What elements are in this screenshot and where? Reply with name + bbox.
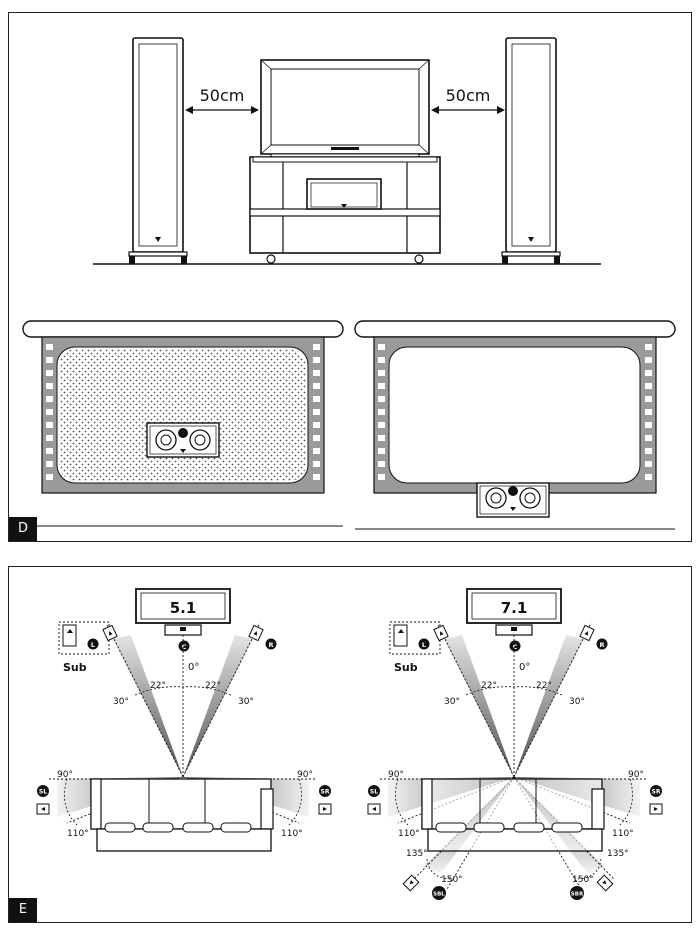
angle-30-right: 30° bbox=[238, 697, 254, 707]
center-angle-label: 0° bbox=[519, 662, 530, 673]
angle-110-left: 110° bbox=[398, 829, 420, 839]
television bbox=[260, 59, 430, 158]
badge-surround-left: SL bbox=[370, 789, 378, 796]
badge-center: C bbox=[513, 643, 518, 651]
angle-150-left: 150° bbox=[441, 875, 463, 885]
angle-30-left: 30° bbox=[113, 697, 129, 707]
badge-center bbox=[178, 640, 190, 652]
badge-right: R bbox=[268, 641, 273, 649]
diagram-7-1: 7.1 C 0° Sub L R 22° 30° 22° bbox=[367, 588, 663, 900]
panel-d-label: D bbox=[9, 517, 37, 541]
diagram-title: 7.1 bbox=[501, 599, 528, 617]
diagram-5-1: 5.1 C 0° Sub L bbox=[36, 588, 332, 852]
angle-30-right: 30° bbox=[569, 697, 585, 707]
badge-left: L bbox=[422, 641, 426, 649]
sub-label: Sub bbox=[394, 661, 418, 674]
sofa bbox=[421, 778, 605, 852]
center-angle-label: 0° bbox=[188, 662, 199, 673]
angle-90-right: 90° bbox=[628, 770, 644, 780]
badge-surround-back-right: SBR bbox=[571, 892, 584, 898]
svg-text:C: C bbox=[182, 643, 187, 651]
sub-label: Sub bbox=[63, 661, 87, 674]
left-tower-speaker bbox=[128, 37, 188, 264]
angle-90-right: 90° bbox=[297, 770, 313, 780]
badge-surround-back-left: SBL bbox=[433, 892, 445, 898]
center-speaker-below-screen bbox=[476, 482, 550, 518]
badge-left: L bbox=[91, 641, 95, 649]
badge-right: R bbox=[599, 641, 604, 649]
badge-surround-left: SL bbox=[39, 789, 47, 796]
angle-110-left: 110° bbox=[67, 829, 89, 839]
panel-d: 50cm 50cm bbox=[8, 12, 692, 542]
distance-label-right: 50cm bbox=[446, 86, 491, 105]
angle-22-right: 22° bbox=[536, 681, 552, 691]
angle-22-left: 22° bbox=[150, 681, 166, 691]
angle-110-right: 110° bbox=[612, 829, 634, 839]
angle-150-right: 150° bbox=[572, 875, 594, 885]
distance-arrow-left bbox=[185, 106, 259, 114]
panel-e: 5.1 C 0° Sub L bbox=[8, 566, 692, 923]
angle-90-left: 90° bbox=[388, 770, 404, 780]
panel-e-label: E bbox=[9, 898, 37, 922]
angle-135-left: 135° bbox=[406, 849, 428, 859]
panel-e-illustration: 5.1 C 0° Sub L bbox=[36, 588, 663, 900]
badge-surround-right: SR bbox=[321, 789, 330, 796]
badge-surround-right: SR bbox=[652, 789, 661, 796]
right-tower-speaker bbox=[501, 37, 561, 264]
tv-stand bbox=[249, 156, 441, 264]
angle-110-right: 110° bbox=[281, 829, 303, 839]
distance-arrow-right bbox=[431, 106, 505, 114]
distance-label-left: 50cm bbox=[200, 86, 245, 105]
angle-30-left: 30° bbox=[444, 697, 460, 707]
angle-90-left: 90° bbox=[57, 770, 73, 780]
screen-placement-behind bbox=[22, 320, 344, 527]
panel-d-illustration: 50cm 50cm bbox=[22, 37, 676, 530]
screen-placement-below bbox=[354, 320, 676, 530]
diagram-title: 5.1 bbox=[170, 599, 197, 617]
angle-22-left: 22° bbox=[481, 681, 497, 691]
center-speaker-behind-screen bbox=[146, 422, 220, 458]
sofa bbox=[90, 778, 274, 852]
angle-135-right: 135° bbox=[607, 849, 629, 859]
angle-22-right: 22° bbox=[205, 681, 221, 691]
